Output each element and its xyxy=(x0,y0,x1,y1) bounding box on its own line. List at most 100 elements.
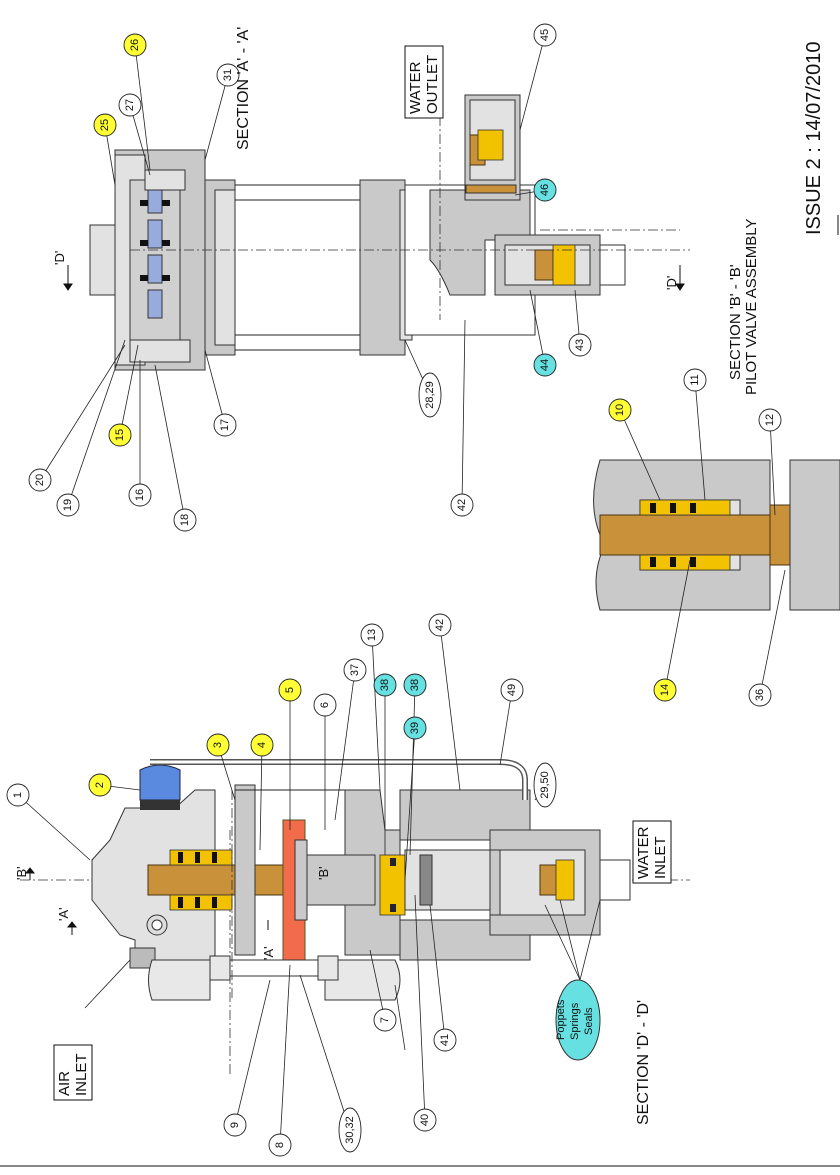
air-inlet-text-1: AIR xyxy=(56,1071,73,1096)
callout-c2: 2 xyxy=(88,773,112,797)
callout-number: 15 xyxy=(114,429,126,441)
upper-flange xyxy=(234,784,256,956)
callout-c45: 45 xyxy=(533,23,557,47)
callout-bubble xyxy=(748,683,772,707)
callout-bubble xyxy=(533,178,557,202)
callout-bubble xyxy=(93,113,117,137)
callout-number: 6 xyxy=(319,702,331,708)
callout-bubble xyxy=(108,423,132,447)
callout-number: 28,29 xyxy=(424,381,436,409)
callout-bubble xyxy=(533,353,557,377)
callout-number: 12 xyxy=(764,414,776,426)
section-bb-title: SECTION 'B' - 'B' xyxy=(727,264,744,380)
callout-number: 27 xyxy=(124,99,136,111)
callout-bubble xyxy=(128,483,152,507)
callout-c15: 15 xyxy=(108,423,132,447)
callout-number: 10 xyxy=(614,404,626,416)
callout-bubble xyxy=(450,493,474,517)
callout-bubble xyxy=(118,93,142,117)
callout-bubble xyxy=(250,733,274,757)
springs-text: Springs xyxy=(569,1002,581,1040)
callout-number: 3 xyxy=(212,742,224,748)
callout-c4: 4 xyxy=(250,733,274,757)
callout-bubble xyxy=(758,408,782,432)
air-fitting-right xyxy=(324,959,401,1001)
callout-c9: 9 xyxy=(223,1113,247,1137)
callout-bubble xyxy=(608,398,632,422)
callout-c42b: 42 xyxy=(450,493,474,517)
water-inlet-text-1: WATER xyxy=(635,826,652,879)
callout-number: 17 xyxy=(219,419,231,431)
cut-label-b2: 'B' xyxy=(316,866,331,880)
section-aa-view xyxy=(89,80,690,371)
section-aa-seals xyxy=(140,184,170,319)
callout-c40: 40 xyxy=(413,1108,437,1132)
callout-number: 16 xyxy=(134,489,146,501)
callout-bubble xyxy=(88,773,112,797)
callout-bubble xyxy=(216,63,240,87)
callout-bubble xyxy=(28,468,52,492)
seals-text: Seals xyxy=(583,1007,595,1035)
callout-c49: 49 xyxy=(500,678,524,702)
callout-c20: 20 xyxy=(28,468,52,492)
callout-bubble xyxy=(683,368,707,392)
callout-number: 18 xyxy=(179,514,191,526)
section-aa-title: SECTION 'A' - 'A' xyxy=(235,27,252,150)
callout-bubble xyxy=(343,658,367,682)
section-dd-title: SECTION 'D' - 'D' xyxy=(635,1000,652,1125)
plunger-nut xyxy=(419,854,433,906)
callout-number: 42 xyxy=(434,619,446,631)
cut-markers xyxy=(24,265,685,935)
callout-number: 43 xyxy=(574,339,586,351)
callout-c5: 5 xyxy=(278,678,302,702)
callout-number: 11 xyxy=(689,374,701,385)
callout-number: 9 xyxy=(229,1122,241,1128)
callout-c3: 3 xyxy=(206,733,230,757)
callout-bubble xyxy=(213,413,237,437)
leader-lines xyxy=(17,34,786,1146)
callout-c10: 10 xyxy=(608,398,632,422)
cut-label-b: 'B' xyxy=(14,866,29,880)
callout-bubble xyxy=(533,762,557,808)
callout-number: 13 xyxy=(366,629,378,641)
issue-date: ISSUE 2 : 14/07/2010 xyxy=(803,42,825,235)
pilot-spool xyxy=(147,864,294,896)
callout-number: 5 xyxy=(284,687,296,693)
callout-bubble xyxy=(360,623,384,647)
water-outlet-text-2: OUTLET xyxy=(424,55,441,114)
callout-c43: 43 xyxy=(568,333,592,357)
callout-bubble xyxy=(533,23,557,47)
callout-bubble xyxy=(418,372,442,418)
valve-knob xyxy=(139,764,181,801)
callout-c30: 30,32 xyxy=(338,1107,362,1153)
air-inlet-text-2: INLET xyxy=(73,1053,90,1096)
callout-bubble xyxy=(338,1107,362,1153)
poppets-springs-seals-note: Poppets Springs Seals xyxy=(555,979,601,1061)
callout-number: 44 xyxy=(539,359,551,371)
callout-c11: 11 xyxy=(683,368,707,392)
callout-bubble xyxy=(123,33,147,57)
callout-number: 49 xyxy=(506,684,518,696)
outlet-seal-46 xyxy=(465,184,517,194)
callout-c46: 46 xyxy=(533,178,557,202)
callout-c44: 44 xyxy=(533,353,557,377)
callout-c14: 14 xyxy=(653,678,677,702)
cut-label-d2: 'D' xyxy=(664,276,679,290)
callout-bubble xyxy=(500,678,524,702)
callout-c12: 12 xyxy=(758,408,782,432)
callout-c19: 19 xyxy=(56,493,80,517)
air-inlet-label: AIR INLET xyxy=(53,1044,93,1101)
callout-number: 8 xyxy=(274,1142,286,1148)
callout-c1: 1 xyxy=(6,783,30,807)
callout-bubble xyxy=(403,716,427,740)
callout-bubble xyxy=(313,693,337,717)
callout-number: 40 xyxy=(419,1114,431,1126)
callout-number: 1 xyxy=(12,792,24,798)
spring xyxy=(555,859,575,901)
poppets-text: Poppets xyxy=(555,999,567,1040)
air-inlet-plug xyxy=(129,947,156,969)
callout-bubble xyxy=(6,783,30,807)
callout-number: 46 xyxy=(539,184,551,196)
callout-bubble xyxy=(278,678,302,702)
callout-c25: 25 xyxy=(93,113,117,137)
